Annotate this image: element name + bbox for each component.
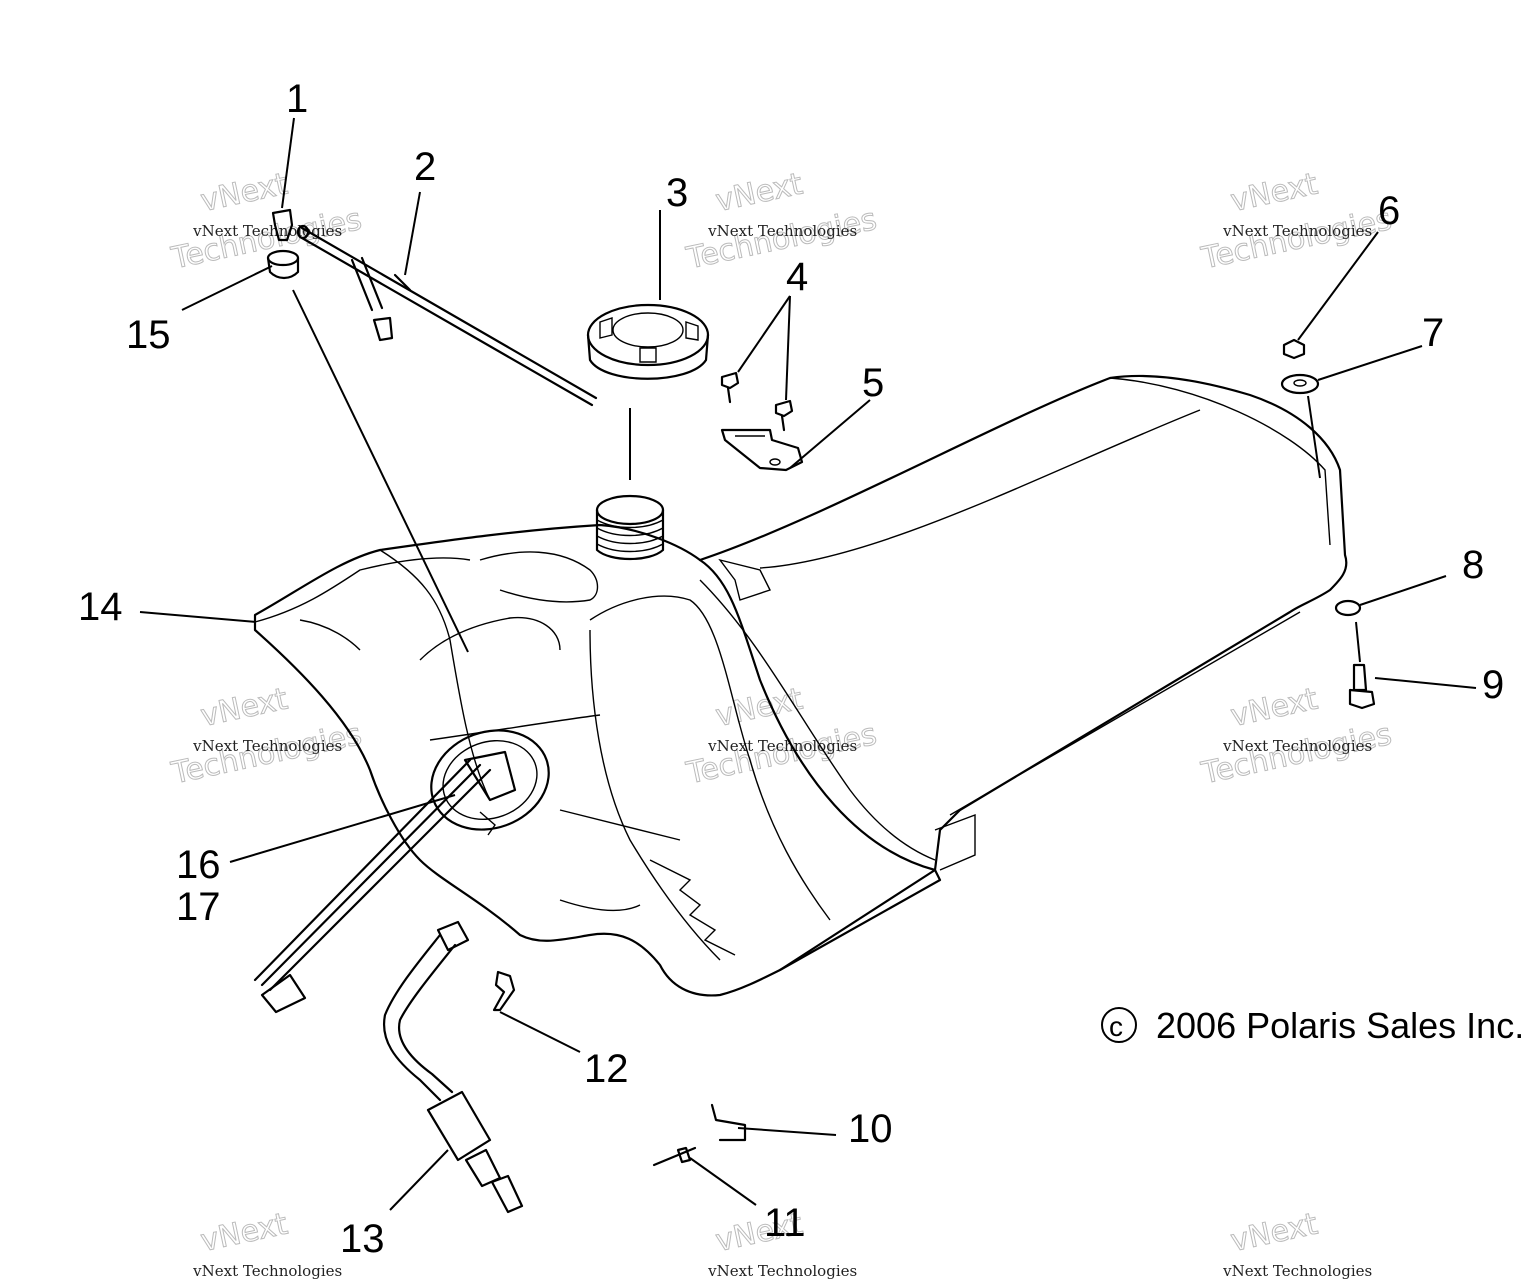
callout-3: 3 <box>666 171 688 215</box>
svg-text:vNext: vNext <box>198 1207 291 1260</box>
callout-14: 14 <box>78 585 123 629</box>
part-12-clamp <box>492 970 516 1012</box>
part-5-bracket <box>720 428 804 472</box>
callout-6: 6 <box>1378 189 1400 233</box>
part-10-clip <box>710 1103 747 1142</box>
svg-text:vNext: vNext <box>713 167 806 220</box>
svg-text:vNext: vNext <box>198 682 291 735</box>
watermark-top-right: vNext Technologies vNext Technologies <box>1197 166 1395 277</box>
copyright-notice: c 2006 Polaris Sales Inc. <box>1101 1005 1524 1046</box>
watermark-bottom-right: vNext vNext Technologies <box>1222 1206 1372 1280</box>
svg-text:vNext Technologies: vNext Technologies <box>1222 737 1372 755</box>
watermark-top-center: vNext Technologies vNext Technologies <box>682 166 880 277</box>
copyright-text: 2006 Polaris Sales Inc. <box>1156 1005 1524 1046</box>
svg-text:vNext Technologies: vNext Technologies <box>707 737 857 755</box>
part-1-fitting <box>271 208 294 242</box>
svg-text:vNext Technologies: vNext Technologies <box>1222 1262 1372 1280</box>
watermark-mid-left: vNext Technologies vNext Technologies <box>167 681 365 792</box>
fuel-tank <box>253 374 1348 997</box>
callout-1: 1 <box>286 77 308 121</box>
callout-16: 16 <box>176 843 221 887</box>
svg-text:vNext Technologies: vNext Technologies <box>192 1262 342 1280</box>
svg-text:vNext Technologies: vNext Technologies <box>192 737 342 755</box>
part-2-vent-hose <box>296 224 598 407</box>
watermark-bottom-left: vNext vNext Technologies <box>192 1206 342 1280</box>
svg-text:vNext Technologies: vNext Technologies <box>1222 222 1372 240</box>
filler-neck <box>595 494 665 560</box>
callout-13: 13 <box>340 1217 385 1261</box>
svg-text:vNext: vNext <box>713 682 806 735</box>
callout-10: 10 <box>848 1107 893 1151</box>
leader-lines <box>139 117 1477 1211</box>
callout-2: 2 <box>414 145 436 189</box>
part-7-washer <box>1280 373 1320 395</box>
watermark-mid-right: vNext Technologies vNext Technologies <box>1197 681 1395 792</box>
copyright-symbol: c <box>1109 1011 1123 1042</box>
part-15-grommet <box>266 249 300 280</box>
svg-text:vNext: vNext <box>1228 167 1321 220</box>
part-4-screws <box>720 371 794 432</box>
callout-labels: 1 2 3 4 5 6 7 8 9 10 11 12 13 14 15 16 1… <box>78 77 1504 1261</box>
callout-7: 7 <box>1422 311 1444 355</box>
callout-4: 4 <box>786 255 808 299</box>
callout-12: 12 <box>584 1047 629 1091</box>
part-11-tie <box>652 1146 697 1167</box>
callout-17: 17 <box>176 885 221 929</box>
part-16-fuel-pump <box>253 750 517 1014</box>
part-13-fuel-filter <box>382 920 524 1214</box>
part-3-fuel-cap <box>586 303 710 380</box>
watermark-mid-center: vNext Technologies vNext Technologies <box>682 681 880 792</box>
callout-11: 11 <box>764 1201 806 1245</box>
svg-text:vNext: vNext <box>1228 682 1321 735</box>
callout-9: 9 <box>1482 663 1504 707</box>
callout-8: 8 <box>1462 543 1484 587</box>
watermark-top-left: vNext Technologies vNext Technologies <box>167 166 365 277</box>
svg-text:vNext Technologies: vNext Technologies <box>707 222 857 240</box>
callout-15: 15 <box>126 313 171 357</box>
part-6-nut <box>1282 338 1306 360</box>
part-8-washer <box>1334 599 1362 617</box>
callout-5: 5 <box>862 361 884 405</box>
svg-text:vNext: vNext <box>1228 1207 1321 1260</box>
part-9-bolt <box>1348 663 1376 710</box>
svg-text:vNext Technologies: vNext Technologies <box>707 1262 857 1280</box>
